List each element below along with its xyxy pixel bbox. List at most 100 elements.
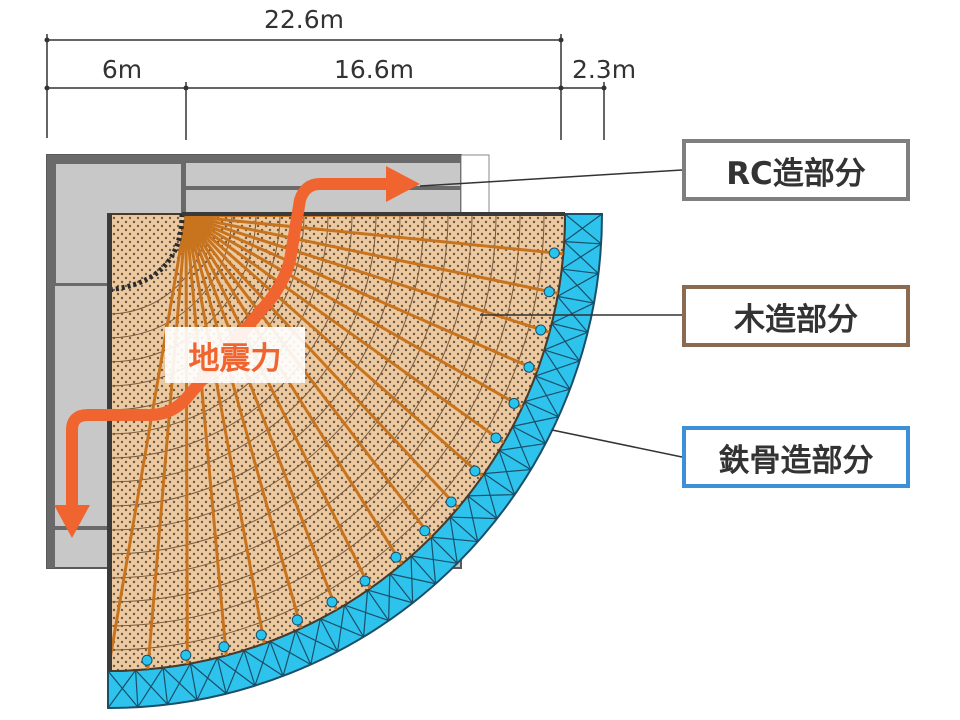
steel-brace: [108, 670, 139, 708]
wood-ring: [108, 214, 473, 579]
steel-strut: [410, 555, 437, 585]
steel-strut: [512, 425, 546, 445]
steel-brace: [320, 618, 364, 638]
connection-node: [359, 575, 371, 587]
steel-brace: [225, 650, 245, 694]
steel-brace: [543, 349, 571, 390]
steel-brace: [295, 630, 338, 652]
steel-strut: [544, 349, 580, 362]
steel-brace: [561, 243, 602, 270]
connection-node: [490, 432, 502, 444]
steel-brace: [282, 630, 297, 677]
steel-strut: [467, 495, 498, 520]
connection-node: [419, 525, 431, 537]
wood-beam: [184, 215, 338, 611]
wood-ring: [108, 214, 353, 459]
steel-brace: [563, 214, 602, 243]
steel-brace: [483, 473, 498, 519]
steel-brace: [512, 426, 532, 470]
steel-brace: [254, 641, 271, 686]
steel-brace: [137, 667, 164, 708]
wood-beams: [108, 214, 565, 671]
wood-beam: [184, 215, 433, 539]
steel-brace: [410, 555, 458, 564]
wood-beam: [184, 215, 228, 656]
steel-brace: [534, 375, 559, 418]
seismic-force-label: 地震力: [165, 327, 305, 383]
connection-node: [326, 596, 338, 608]
steel-strut: [243, 650, 256, 686]
steel-brace: [189, 663, 227, 695]
steel-strut: [535, 375, 571, 390]
steel-strut: [216, 657, 227, 694]
steel-strut: [134, 670, 139, 708]
steel-brace: [344, 604, 389, 622]
steel-brace: [467, 495, 479, 542]
steel-brace: [135, 669, 168, 705]
steel-brace: [431, 536, 478, 543]
steel-strut: [367, 589, 390, 621]
dimension-ticks: [44, 37, 607, 91]
steel-brace: [336, 605, 346, 652]
steel-ring: [107, 213, 604, 710]
wood-beam: [185, 214, 505, 444]
wood-beam: [185, 214, 559, 295]
steel-strut: [498, 449, 532, 471]
steel-brace: [367, 589, 413, 604]
dimension-middle: 16.6m: [334, 55, 414, 84]
connection-node: [508, 397, 520, 409]
steel-brace: [484, 468, 531, 475]
dimension-total: 22.6m: [264, 5, 344, 34]
connection-node: [523, 361, 535, 373]
connection-node: [390, 551, 402, 563]
steel-brace: [449, 516, 458, 564]
connection-node: [141, 654, 153, 666]
steel-brace: [524, 401, 546, 444]
steel-brace: [551, 302, 595, 324]
steel-brace: [362, 590, 369, 637]
connection-node: [548, 247, 560, 259]
steel-brace: [499, 442, 546, 452]
steel-brace: [524, 388, 571, 403]
wood-beam: [146, 215, 188, 670]
steel-brace: [108, 669, 137, 708]
steel-strut: [561, 268, 599, 275]
steel-brace: [564, 214, 602, 245]
steel-strut: [269, 641, 284, 677]
connection-node: [255, 629, 267, 641]
wood-beam: [184, 215, 404, 565]
wood-ring: [108, 214, 521, 627]
steel-brace: [498, 450, 516, 495]
connection-node: [291, 614, 303, 626]
wood-ring: [108, 214, 497, 603]
steel-lattice: [108, 214, 602, 708]
connection-nodes: [141, 247, 560, 666]
steel-brace: [535, 360, 580, 377]
steel-strut: [551, 322, 588, 333]
connection-node: [180, 649, 192, 661]
steel-brace: [561, 268, 595, 304]
steel-strut: [524, 401, 559, 418]
wood-beam: [185, 214, 539, 372]
steel-brace: [269, 640, 312, 665]
steel-brace: [389, 573, 436, 585]
wood-portion-label: 木造部分: [682, 285, 910, 347]
steel-brace: [162, 667, 198, 701]
steel-strut: [564, 240, 602, 245]
connection-node: [535, 324, 547, 336]
steel-portion-label: 鉄骨造部分: [682, 426, 910, 488]
wood-beam: [185, 214, 564, 256]
steel-brace: [467, 494, 515, 497]
steel-brace: [563, 241, 599, 274]
wood-beam: [184, 215, 189, 665]
wood-beam: [184, 215, 303, 629]
wood-ring: [108, 214, 545, 651]
connection-node: [218, 641, 230, 653]
wood-beam: [184, 214, 460, 509]
dimension-lines: [46, 34, 605, 140]
dimension-right: 2.3m: [572, 55, 636, 84]
steel-brace: [410, 556, 414, 603]
connection-node: [445, 496, 457, 508]
steel-strut: [557, 295, 595, 304]
